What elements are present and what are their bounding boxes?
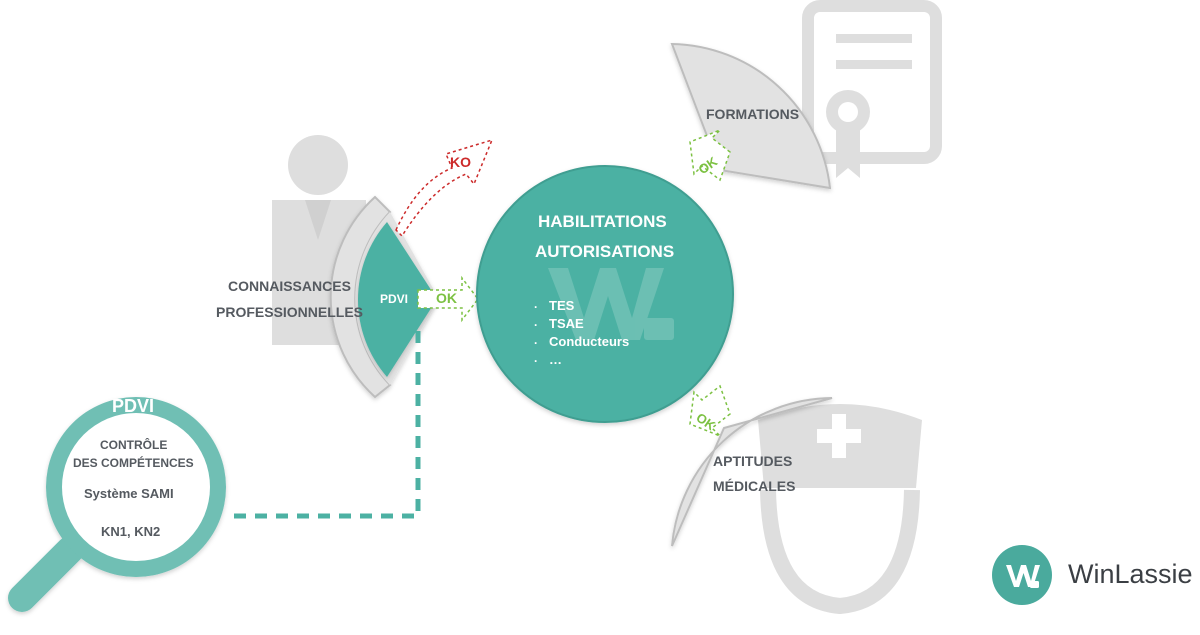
- bullet-text: TES: [549, 298, 575, 313]
- bullet-marker: ·: [534, 336, 538, 350]
- list-item: · TES: [534, 298, 574, 316]
- bullet-marker: ·: [534, 300, 538, 314]
- aptitudes-label-line1: APTITUDES: [713, 453, 793, 469]
- bullet-marker: ·: [534, 318, 538, 332]
- brand-logo: WinLassie: [990, 545, 1195, 607]
- brand-name: WinLassie: [1068, 559, 1193, 589]
- magnifier-title: PDVI: [112, 396, 155, 416]
- certificate-icon: [802, 0, 942, 178]
- aptitudes-label-line2: MÉDICALES: [713, 478, 796, 494]
- formations-wedge: [670, 42, 832, 190]
- competences-label-line1: CONNAISSANCES: [228, 278, 351, 294]
- magnifier-line1: CONTRÔLE: [100, 438, 168, 452]
- magnifier-icon: [8, 397, 226, 612]
- watermark-logo: [548, 268, 674, 340]
- bullet-marker: ·: [534, 354, 538, 368]
- ok-arrow-formations: [689, 129, 731, 182]
- medic-icon: [758, 404, 922, 615]
- habilitations-circle: [476, 165, 734, 423]
- center-title-line1: HABILITATIONS: [538, 212, 667, 231]
- pdvi-wedge: [357, 222, 437, 377]
- formations-label: FORMATIONS: [706, 106, 800, 122]
- aptitudes-wedge: [671, 397, 833, 547]
- magnifier-line2: DES COMPÉTENCES: [73, 456, 194, 470]
- ok-arrow-pdvi: [417, 275, 479, 323]
- winlassie-logo-icon: [992, 545, 1052, 605]
- list-item: · …: [534, 352, 562, 370]
- list-item: · Conducteurs: [534, 334, 629, 352]
- bullet-text: …: [549, 352, 562, 367]
- list-item: · TSAE: [534, 316, 584, 334]
- ok-arrow-aptitudes: [689, 384, 731, 437]
- center-title-line2: AUTORISATIONS: [535, 242, 675, 261]
- magnifier-line4: KN1, KN2: [101, 524, 161, 539]
- ko-arrow: [395, 138, 494, 238]
- bullet-text: Conducteurs: [549, 334, 630, 349]
- pdvi-wedge-label: PDVI: [380, 292, 409, 306]
- ko-label: KO: [450, 154, 471, 170]
- ok-label-pdvi: OK: [436, 290, 457, 306]
- competences-label-line2: PROFESSIONNELLES: [216, 304, 364, 320]
- magnifier-line3: Système SAMI: [84, 486, 174, 501]
- bullet-text: TSAE: [549, 316, 584, 331]
